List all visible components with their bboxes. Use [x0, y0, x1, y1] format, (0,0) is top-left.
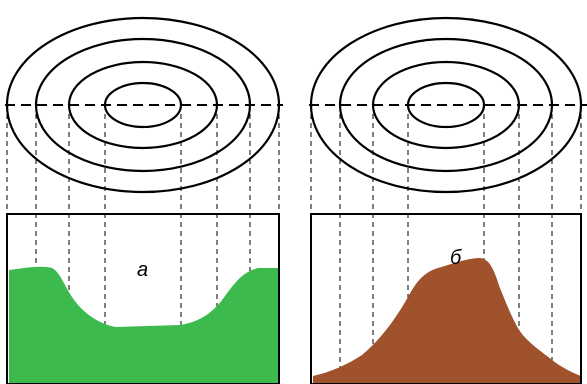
panel-label-a: а [137, 259, 148, 281]
hill-relief [313, 258, 581, 384]
panel-a: а [5, 16, 283, 384]
panel-label-b: б [450, 247, 462, 269]
depression-relief [9, 266, 278, 384]
section-frame-b [310, 213, 582, 384]
panel-b: б [309, 16, 587, 384]
section-frame-a [6, 213, 280, 384]
